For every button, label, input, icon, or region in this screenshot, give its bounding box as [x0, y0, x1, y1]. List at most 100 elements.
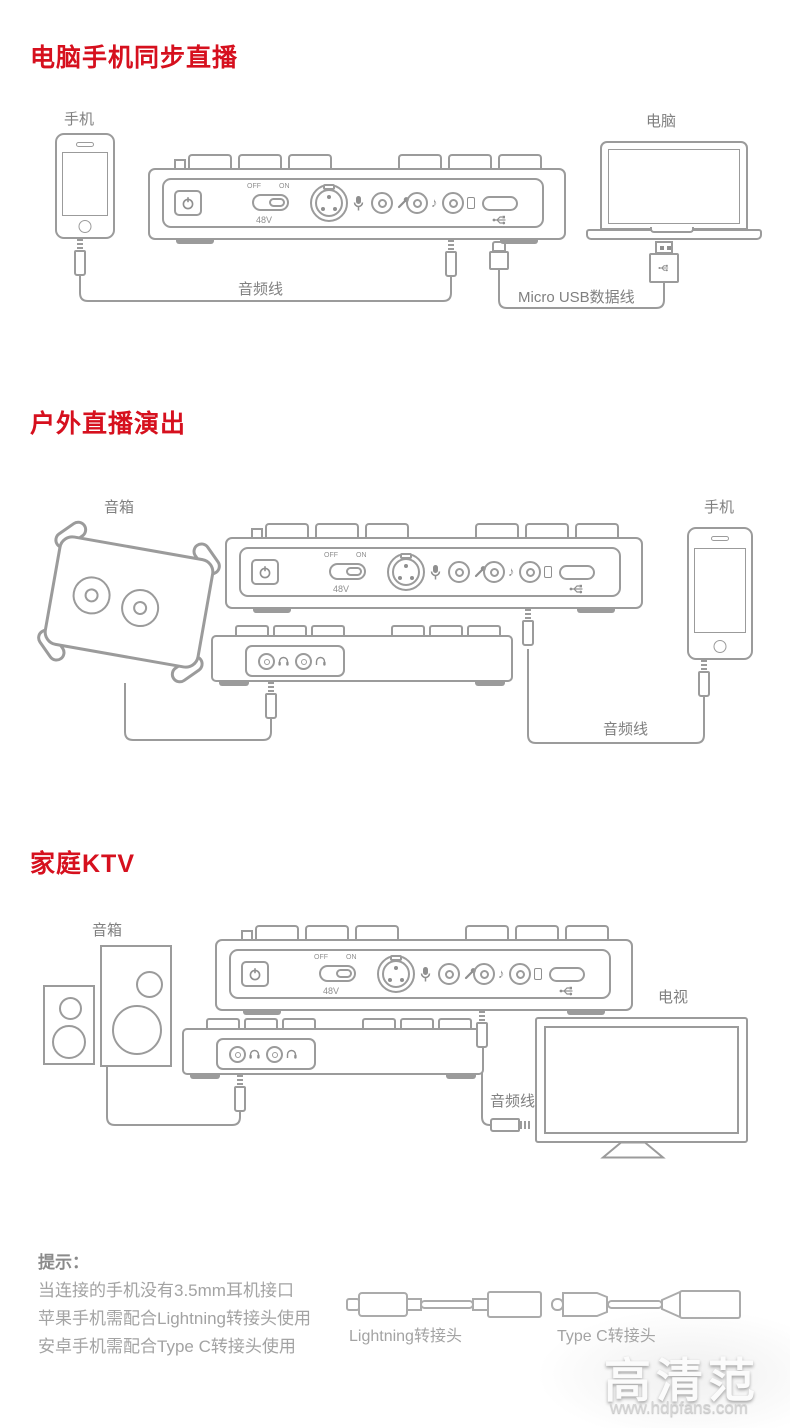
device-foot: [475, 681, 505, 686]
micro-usb-shell: [489, 251, 509, 270]
device-foot: [190, 1074, 220, 1079]
knob-tab: [235, 625, 269, 635]
watermark-brand: 高清范: [604, 1354, 760, 1407]
music-jack-port: [483, 561, 505, 583]
usb-port: [559, 565, 595, 580]
xlr-mic-port: [387, 553, 425, 591]
power-button: [251, 559, 279, 585]
tips-heading: 提示：: [38, 1253, 89, 1272]
s2-phone-illustration: [687, 527, 753, 660]
back-panel-body: OFF ON 48V ♪: [225, 537, 643, 609]
speaker-woofer: [52, 1025, 86, 1059]
phone-jack-port: [519, 561, 541, 583]
knob-tab: [365, 523, 409, 537]
usb-port: [549, 967, 585, 982]
phone-earpiece: [711, 536, 729, 541]
knob-tab: [525, 523, 569, 537]
section3-title: 家庭KTV: [30, 850, 136, 878]
phantom-power-switch: [329, 563, 366, 580]
speaker-woofer: [112, 1005, 162, 1055]
mic-jack-port: [438, 963, 460, 985]
power-button: [174, 190, 202, 216]
phone-home-button: [78, 220, 92, 233]
off-label: OFF: [247, 183, 261, 190]
knob-tab: [565, 925, 609, 939]
phone-icon: [534, 968, 542, 980]
knob-tab: [265, 523, 309, 537]
back-panel-inset: [162, 178, 544, 228]
phone-screen: [694, 548, 746, 633]
knob-tab: [475, 523, 519, 537]
usb-icon: [559, 986, 573, 996]
typec-adapter-label: Type C转接头: [557, 1322, 656, 1346]
power-button: [241, 961, 269, 987]
s1-audio-cable-label: 音频线: [238, 281, 284, 298]
s1-device-audio-plug: [445, 240, 457, 277]
knob-tab: [391, 625, 425, 635]
phone-home-button: [713, 640, 727, 653]
s2-phone-label: 手机: [704, 499, 735, 516]
laptop-hinge-nub: [650, 227, 694, 233]
speaker-driver: [118, 586, 163, 631]
xlr-mic-port: [310, 184, 348, 222]
knob-tab: [315, 523, 359, 537]
knob-tab: [273, 625, 307, 635]
knob-tab: [398, 154, 442, 168]
tips-line-1: 当连接的手机没有3.5mm耳机接口: [38, 1281, 294, 1300]
s1-phone-illustration: [55, 133, 115, 239]
device-foot: [243, 1010, 281, 1015]
knob-tab: [305, 925, 349, 939]
phantom-voltage-label: 48V: [256, 215, 273, 225]
knob-tab: [238, 154, 282, 168]
knob-tab: [362, 1018, 396, 1028]
back-panel-inset: [239, 547, 621, 597]
lightning-adapter-illustration: [346, 1291, 542, 1318]
headphone-icon: [249, 1049, 260, 1059]
phone-icon: [544, 566, 552, 578]
device-foot: [219, 681, 249, 686]
lightning-adapter-label: Lightning转接头: [349, 1328, 462, 1345]
headphone-jack-port: [229, 1046, 246, 1063]
headphone-jack-port: [295, 653, 312, 670]
speaker-tweeter: [59, 997, 82, 1020]
on-label: ON: [356, 552, 367, 559]
microphone-icon: [420, 967, 431, 982]
usb-icon: [569, 584, 583, 594]
headphone-icon: [315, 656, 326, 666]
phone-icon: [467, 197, 475, 209]
tips-line-3: 安卓手机需配合Type C转接头使用: [38, 1337, 296, 1356]
xlr-mic-port: [377, 955, 415, 993]
s3-small-speaker: [43, 985, 95, 1065]
mic-jack-port: [371, 192, 393, 214]
power-icon: [249, 968, 261, 981]
s3-audio-cable-label: 音频线: [490, 1093, 536, 1110]
phone-jack-port: [442, 192, 464, 214]
knob-stub: [241, 930, 253, 939]
headphone-jack-inset: [216, 1038, 316, 1070]
usb-icon: [492, 215, 506, 225]
music-note-icon: ♪: [508, 564, 515, 579]
s2-device-audio-plug: [522, 609, 534, 646]
headphone-jack-inset: [245, 645, 345, 677]
speaker-tweeter: [136, 971, 163, 998]
off-label: OFF: [314, 954, 328, 961]
knob-tab: [288, 154, 332, 168]
knob-tab: [498, 154, 542, 168]
s2-mixer-back-panel: OFF ON 48V ♪: [225, 523, 643, 613]
headphone-jack-port: [258, 653, 275, 670]
phantom-power-switch: [252, 194, 289, 211]
s3-mixer-back-panel: OFF ON 48V ♪: [215, 925, 633, 1015]
usb-port: [482, 196, 518, 211]
device-foot: [567, 1010, 605, 1015]
tv-illustration: [535, 1017, 748, 1143]
s2-speaker-cable-line: [124, 683, 272, 741]
switch-handle: [269, 198, 285, 207]
s2-speaker-label: 音箱: [104, 499, 135, 516]
phone-screen: [62, 152, 108, 216]
laptop-screen: [600, 141, 748, 230]
phone-earpiece: [76, 142, 94, 147]
knob-tab: [355, 925, 399, 939]
knob-tab: [467, 625, 501, 635]
device-foot: [176, 239, 214, 244]
microphone-icon: [430, 565, 441, 580]
